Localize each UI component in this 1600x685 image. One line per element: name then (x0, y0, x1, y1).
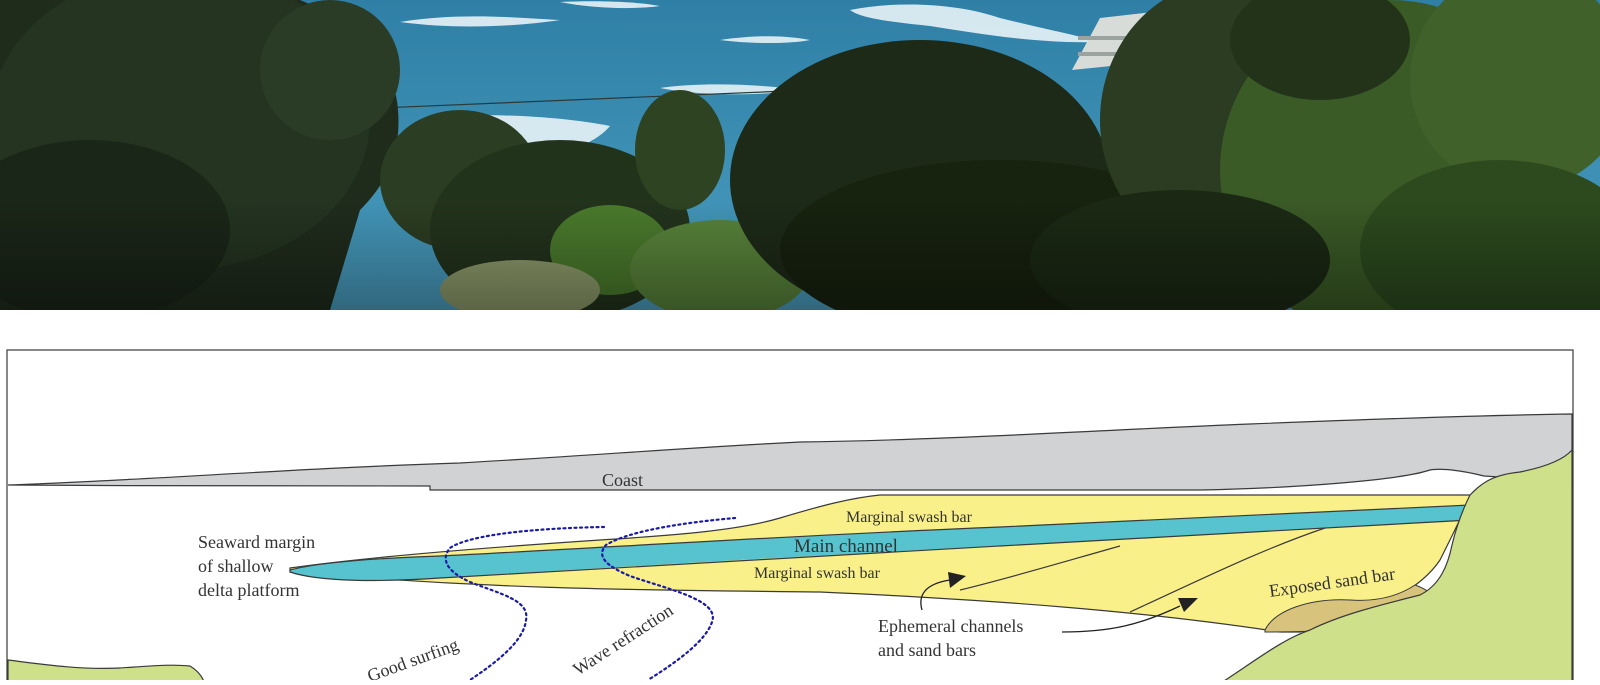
arrow-icon (1061, 598, 1198, 633)
arrow-icon (920, 572, 966, 611)
delta-diagram-svg: Coast Marginal swash bar Main channel Ma… (6, 349, 1574, 685)
coastal-photo (0, 0, 1600, 310)
ephemeral-channels-label-line2: and sand bars (878, 640, 976, 660)
wave-line-1 (444, 525, 606, 682)
seaward-margin-label-line1: Seaward margin (198, 532, 315, 552)
seaward-margin-label-line3: delta platform (198, 580, 299, 600)
coastal-photo-illustration (0, 0, 1600, 310)
marginal-swash-bar-lower-label: Marginal swash bar (754, 565, 881, 582)
coast-label: Coast (602, 470, 643, 490)
delta-diagram: Coast Marginal swash bar Main channel Ma… (0, 310, 1600, 685)
ephemeral-channel-line-2 (1129, 527, 1326, 613)
ephemeral-channels-label-line1: Ephemeral channels (878, 616, 1023, 636)
wave-line-2 (601, 516, 737, 682)
land-right (1216, 448, 1573, 685)
main-channel-label: Main channel (794, 536, 898, 557)
ephemeral-channel-line-1 (959, 545, 1121, 591)
seaward-margin-label-line2: of shallow (198, 556, 274, 576)
marginal-swash-bar-upper-label: Marginal swash bar (846, 509, 973, 526)
coast-area (7, 413, 1573, 491)
